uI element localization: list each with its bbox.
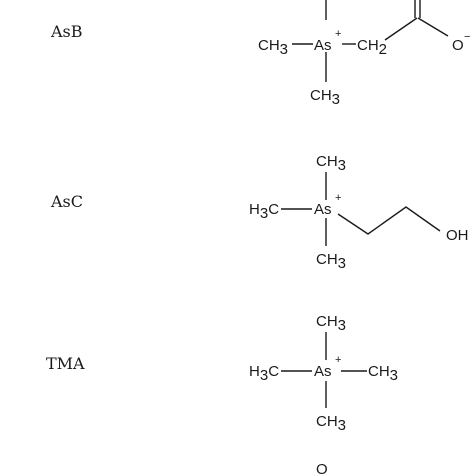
atom-asb-center: As bbox=[314, 37, 332, 54]
atom-asb-bottom: CH3 bbox=[310, 87, 340, 108]
atom-asc-top: CH3 bbox=[316, 153, 346, 174]
charge-asc-arsenic: + bbox=[335, 192, 341, 204]
atom-asc-center: As bbox=[314, 201, 332, 218]
structure-tma: CH3 H3C As + CH3 CH3 bbox=[249, 313, 398, 434]
atom-tma-right: CH3 bbox=[368, 363, 398, 384]
bond-asb-ch2-c bbox=[384, 17, 418, 41]
atom-asc-hydroxyl: OH bbox=[446, 227, 469, 244]
charge-asb-arsenic: + bbox=[335, 28, 341, 40]
atom-asb-carboxylate-o: O bbox=[452, 37, 464, 54]
atom-partial-o: O bbox=[316, 461, 328, 474]
structure-partial: O bbox=[316, 461, 328, 474]
atom-asb-right: CH2 bbox=[357, 37, 387, 58]
compound-label-asb: AsB bbox=[51, 22, 83, 41]
atom-asb-left: CH3 bbox=[258, 37, 288, 58]
atom-tma-top: CH3 bbox=[316, 313, 346, 334]
atom-tma-center: As bbox=[314, 363, 332, 380]
atom-asc-bottom: CH3 bbox=[316, 251, 346, 272]
charge-asb-oxygen: − bbox=[464, 31, 470, 43]
charge-tma-arsenic: + bbox=[335, 354, 341, 366]
bond-asc-ethyl-chain bbox=[337, 206, 441, 235]
compound-label-tma: TMA bbox=[46, 354, 85, 373]
bond-asb-c-o bbox=[417, 17, 449, 37]
structure-asc: CH3 H3C As + OH CH3 bbox=[249, 153, 469, 272]
atom-tma-bottom: CH3 bbox=[316, 413, 346, 434]
atom-tma-left: H3C bbox=[249, 363, 279, 384]
atom-asc-left: H3C bbox=[249, 201, 279, 222]
structure-asb: CH3 As + CH2 CH3 O − bbox=[258, 0, 470, 108]
compound-label-asc: AsC bbox=[51, 192, 84, 211]
